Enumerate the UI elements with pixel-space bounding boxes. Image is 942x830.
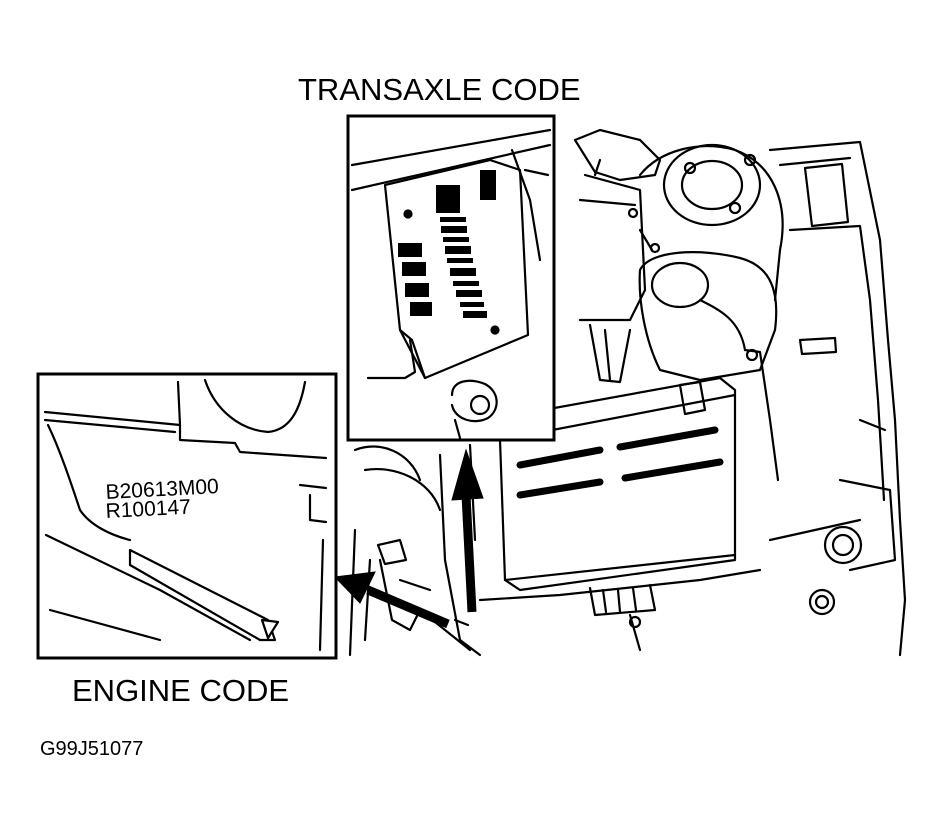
strut-tower <box>638 143 784 302</box>
battery-connectors <box>478 568 762 652</box>
engine-code-line-2: R100147 <box>105 496 191 523</box>
transaxle-arrow <box>451 448 484 613</box>
transaxle-bolt <box>450 379 498 423</box>
transaxle-barcode-blocks <box>398 170 496 318</box>
fender-panel <box>768 140 907 657</box>
engine-arrow <box>333 571 450 629</box>
engine-code-label: ENGINE CODE <box>72 673 289 708</box>
coolant-reservoir <box>638 251 780 482</box>
intake-housing <box>573 128 662 384</box>
transaxle-callout-frame <box>346 114 556 442</box>
figure-id-label: G99J51077 <box>40 738 143 760</box>
transaxle-code-label: TRANSAXLE CODE <box>298 72 581 107</box>
engine-code-callout: B20613M00 R100147 <box>36 372 338 660</box>
engine-callout-frame <box>36 372 338 660</box>
mounting-points <box>808 525 863 616</box>
transaxle-code-callout <box>346 114 556 442</box>
indicator-arrows <box>333 448 484 629</box>
